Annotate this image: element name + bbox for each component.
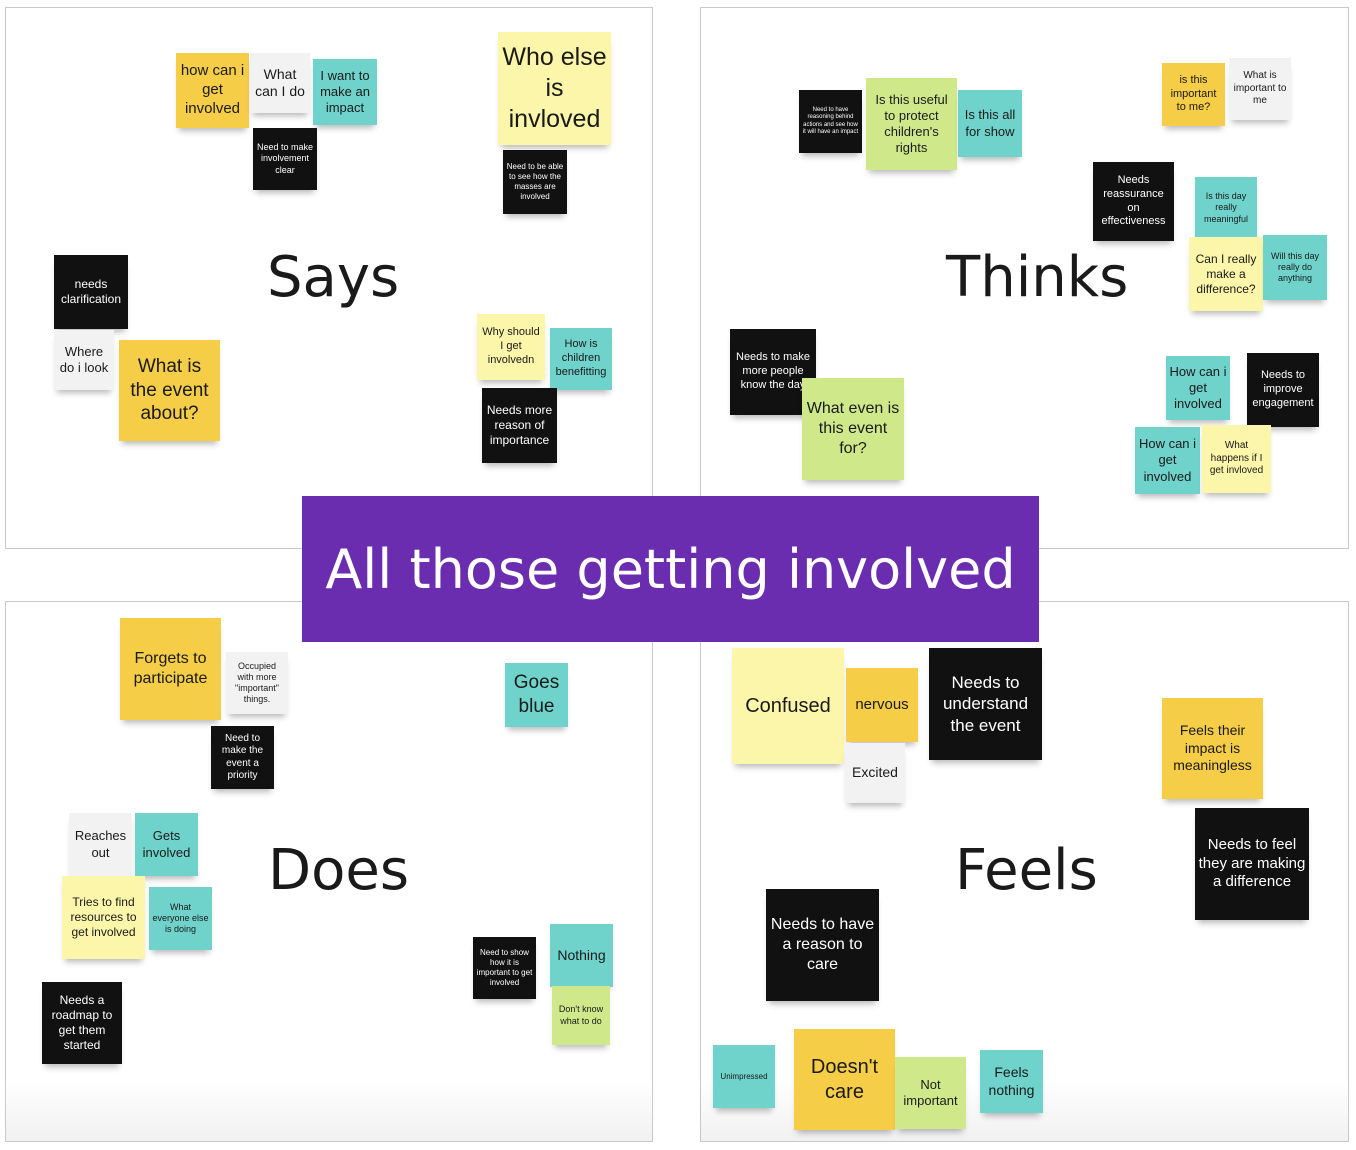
- sticky-note[interactable]: Needs to feel they are making a differen…: [1195, 808, 1309, 920]
- sticky-note[interactable]: Needs to make more people know the day: [730, 329, 816, 415]
- sticky-note[interactable]: How can i get involved: [1135, 427, 1200, 494]
- sticky-note[interactable]: Excited: [845, 743, 905, 803]
- quadrant-label-does: Does: [268, 838, 410, 903]
- sticky-note[interactable]: is this important to me?: [1162, 63, 1225, 126]
- quadrant-label-thinks: Thinks: [946, 245, 1129, 310]
- sticky-note[interactable]: Unimpressed: [713, 1045, 775, 1108]
- sticky-note[interactable]: Need to show how it is important to get …: [473, 937, 536, 999]
- sticky-note[interactable]: Need to have reasoning behind actions an…: [799, 90, 862, 153]
- sticky-note[interactable]: Needs to understand the event: [929, 648, 1042, 760]
- sticky-note[interactable]: How is children benefitting: [550, 328, 612, 390]
- sticky-note[interactable]: What even is this event for?: [802, 378, 904, 480]
- sticky-note[interactable]: nervous: [846, 668, 918, 742]
- sticky-note[interactable]: What is important to me: [1229, 58, 1291, 120]
- sticky-note[interactable]: Is this useful to protect children's rig…: [866, 78, 957, 170]
- sticky-note[interactable]: Goes blue: [505, 663, 568, 727]
- sticky-note[interactable]: Need to make involvement clear: [253, 128, 317, 190]
- sticky-note[interactable]: Feels nothing: [980, 1050, 1043, 1113]
- sticky-note[interactable]: Will this day really do anything: [1263, 235, 1327, 300]
- sticky-note[interactable]: Forgets to participate: [120, 618, 221, 720]
- sticky-note[interactable]: Not important: [895, 1057, 966, 1129]
- sticky-note[interactable]: Need to be able to see how the masses ar…: [503, 150, 567, 214]
- sticky-note[interactable]: Doesn't care: [794, 1029, 895, 1130]
- sticky-note[interactable]: Need to make the event a priority: [211, 726, 274, 789]
- quadrant-fade: [6, 1081, 652, 1141]
- sticky-note[interactable]: Reaches out: [69, 813, 132, 876]
- sticky-note[interactable]: Tries to find resources to get involved: [62, 876, 145, 959]
- sticky-note[interactable]: What can I do: [250, 53, 310, 113]
- sticky-note[interactable]: Needs to have a reason to care: [766, 889, 879, 1001]
- sticky-note[interactable]: Don't know what to do: [552, 986, 610, 1045]
- sticky-note[interactable]: needs clarification: [54, 255, 128, 329]
- sticky-note[interactable]: How can i get involved: [1166, 356, 1230, 420]
- quadrant-label-feels: Feels: [955, 838, 1098, 903]
- sticky-note[interactable]: Is this day really meaningful: [1195, 177, 1257, 239]
- sticky-note[interactable]: Who else is invloved: [498, 32, 611, 145]
- sticky-note[interactable]: What everyone else is doing: [149, 887, 212, 950]
- sticky-note[interactable]: Nothing: [550, 924, 613, 987]
- sticky-note[interactable]: Occupied with more "important" things.: [226, 652, 288, 714]
- sticky-note[interactable]: Needs a roadmap to get them started: [42, 982, 122, 1064]
- sticky-note[interactable]: Needs more reason of importance: [482, 388, 557, 463]
- quadrant-label-says: Says: [267, 245, 400, 310]
- sticky-note[interactable]: Confused: [732, 648, 844, 764]
- sticky-note[interactable]: how can i get involved: [176, 53, 249, 128]
- sticky-note[interactable]: Feels their impact is meaningless: [1162, 698, 1263, 799]
- sticky-note[interactable]: Where do i look: [54, 330, 114, 390]
- sticky-note[interactable]: Why should I get involvedn: [477, 314, 545, 380]
- sticky-note[interactable]: Needs to improve engagement: [1247, 353, 1319, 427]
- sticky-note[interactable]: Is this all for show: [958, 90, 1022, 157]
- sticky-note[interactable]: Gets involved: [135, 813, 198, 876]
- sticky-note[interactable]: Can I really make a difference?: [1189, 237, 1263, 311]
- central-topic-banner: All those getting involved: [302, 496, 1039, 642]
- sticky-note[interactable]: I want to make an impact: [313, 59, 377, 125]
- sticky-note[interactable]: What is the event about?: [119, 340, 220, 441]
- sticky-note[interactable]: What happens if I get invloved: [1202, 425, 1271, 493]
- sticky-note[interactable]: Needs reassurance on effectiveness: [1093, 162, 1174, 241]
